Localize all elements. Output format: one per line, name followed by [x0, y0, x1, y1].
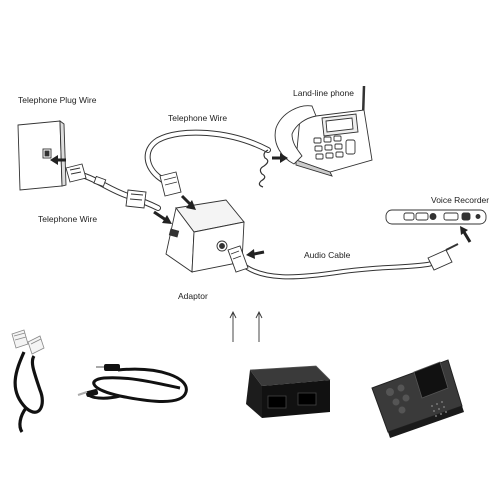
telephone-plug-wire: [65, 163, 161, 211]
arrow-to-wall: [50, 155, 66, 165]
rj11-cable-photo: [11, 329, 45, 433]
adaptor-photo: [246, 365, 331, 418]
telephone-wire-top-label: Telephone Wire: [168, 113, 227, 123]
landline-phone-icon: [258, 85, 373, 188]
voice-recorder-icon: [385, 209, 487, 225]
adaptor-label: Adaptor: [178, 291, 208, 301]
audio-cable: [227, 243, 459, 280]
arrow-to-adaptor-top: [180, 194, 196, 210]
telephone-plug-wire-label: Telephone Plug Wire: [18, 95, 97, 105]
audio-cable-photo: [77, 364, 188, 403]
telephone-wire-left-label: Telephone Wire: [38, 214, 97, 224]
voice-recorder-photo: [371, 359, 464, 438]
voice-recorder-label: Voice Recorder: [431, 195, 489, 205]
arrow-jack-to-adaptor: [246, 249, 265, 259]
arrows: [50, 153, 472, 259]
arrow-to-adaptor-left: [153, 210, 172, 224]
up-arrows: [229, 310, 263, 342]
telephone-wire-phone: [144, 129, 271, 197]
arrow-to-phone: [272, 153, 288, 163]
wall-socket-icon: [17, 120, 67, 191]
land-line-phone-label: Land-line phone: [293, 88, 354, 98]
arrow-jack-to-recorder: [460, 226, 472, 243]
audio-cable-label: Audio Cable: [304, 250, 351, 260]
